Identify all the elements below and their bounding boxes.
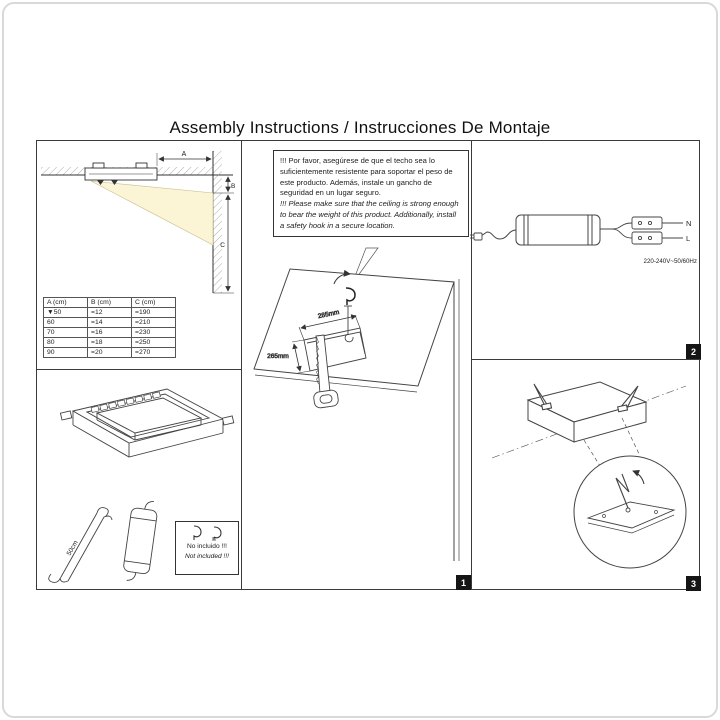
cell: =230 [131,327,176,338]
wall-hatch [213,151,222,293]
fixture-frame [59,388,235,458]
wiring-diagram: N L 220-240V~50/60Hz [470,214,698,265]
detail-leader [583,439,601,467]
not-included-en: Not included !!! [185,552,229,560]
not-included-box: No incluido !!! Not included !!! [175,521,239,575]
input-plug-icon [470,232,483,241]
axis-line [491,385,687,459]
led-strip [90,391,161,413]
terminal-label-l: L [686,234,690,243]
cell: 60 [43,317,88,328]
detail-leader [621,417,641,457]
light-beam [90,180,214,246]
cell: =20 [87,347,132,358]
cell: =270 [131,347,176,358]
detail-circle [573,455,687,569]
column-divider-left [241,141,242,589]
instruction-board: A B C A (cm) B (cm) C (cm) ▼50 =12 [36,140,701,591]
page-title: Assembly Instructions / Instrucciones De… [169,118,551,137]
step-badge-2: 2 [686,344,701,359]
terminal-label-n: N [686,219,691,228]
cell: =190 [131,307,176,318]
led-driver [515,214,601,246]
spring-clip-left [533,383,553,411]
step-badge-3: 3 [686,576,701,591]
panel-cutout: !!! Por favor, asegúrese de que el techo… [242,141,471,591]
voltage-label: 220-240V~50/60Hz [644,258,698,265]
recessed-fixture-section [84,162,158,185]
hook-icon [193,525,222,541]
led-driver [123,500,158,581]
safety-note-en: !!! Please make sure that the ceiling is… [280,199,459,230]
dimension-b: B [213,176,235,194]
dimension-c: C [213,194,234,294]
row-divider-right [471,359,701,360]
table-header-row: A (cm) B (cm) C (cm) [43,297,176,308]
table-row: 80 =18 =250 [43,337,176,348]
header-a: A (cm) [43,297,88,308]
table-row: ▼50 =12 =190 [43,307,176,318]
ceiling-plane [253,268,460,561]
cable-and-driver-drawing: 50cm [48,500,158,583]
ceiling-dimension-diagram: A B C [41,151,235,294]
safety-wire [344,305,354,343]
safety-note-es: !!! Por favor, asegúrese de que el techo… [280,156,453,198]
dim-label-c: C [220,242,225,249]
panel-parts: 50cm No incluido !!! Not [37,370,241,591]
dimension-285: 285mm [298,309,361,341]
dimension-a: A [156,151,212,166]
dimension-265: 265mm [267,339,311,374]
cutout-depth-label: 265mm [267,353,289,360]
panel-dimensions: A B C A (cm) B (cm) C (cm) ▼50 =12 [37,141,241,369]
dim-label-a: A [182,151,187,158]
cell: =14 [87,317,132,328]
cell: 90 [43,347,88,358]
column-divider-right [471,141,472,589]
not-included-es: No incluido !!! [187,543,227,550]
table-row: 70 =16 =230 [43,327,176,338]
cell: =250 [131,337,176,348]
output-wire-l [600,228,633,239]
safety-note-box: !!! Por favor, asegúrese de que el techo… [273,150,469,238]
safety-hook-icon [333,269,356,305]
input-cable [480,229,517,240]
dimension-table: A (cm) B (cm) C (cm) ▼50 =12 =190 60 =14… [43,297,176,358]
header-c: C (cm) [131,297,176,308]
fixture-housing [526,381,648,443]
cell: 70 [43,327,88,338]
cell: =210 [131,317,176,328]
cell: ▼50 [43,307,88,318]
spring-clip-drawing [491,381,687,569]
fixture-isometric-drawing [59,388,235,458]
cell: =12 [87,307,132,318]
suspension-cable [48,507,113,583]
step-badge-1: 1 [456,575,471,590]
cell: 80 [43,337,88,348]
cell: =16 [87,327,132,338]
row-divider-left [37,369,241,370]
cutout-width-label: 285mm [317,309,340,320]
panel-clips: 3 [472,360,701,591]
output-wire-n [600,222,633,230]
saw-icon [313,334,339,409]
header-b: B (cm) [87,297,132,308]
terminal-blocks [631,216,683,245]
panel-wiring: N L 220-240V~50/60Hz 2 [470,141,701,359]
cell: =18 [87,337,132,348]
table-row: 60 =14 =210 [43,317,176,328]
dim-label-b: B [231,183,235,190]
spring-clip-right [617,385,639,413]
table-row: 90 =20 =270 [43,347,176,358]
ceiling-cutout-drawing: 285mm 265mm [253,247,460,561]
